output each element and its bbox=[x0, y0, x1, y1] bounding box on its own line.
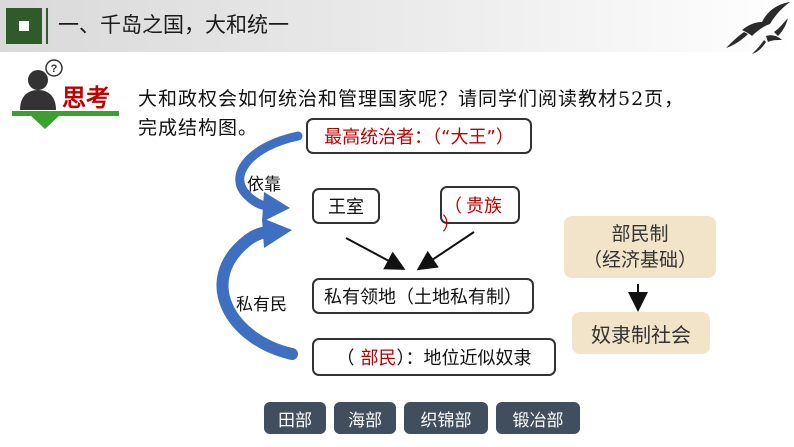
prompt-text-line2: 完成结构图。 bbox=[138, 117, 259, 139]
ruler-answer: “大王” bbox=[441, 127, 496, 148]
label-private-people: 私有民 bbox=[236, 295, 287, 315]
header-bar bbox=[0, 0, 794, 52]
header-square-inner bbox=[19, 21, 29, 31]
tribe-system-subtitle: （经济基础） bbox=[582, 249, 697, 271]
people-suffix: ）：地位近似奴隶 bbox=[396, 348, 532, 369]
arrow-royal-to-territory bbox=[345, 237, 406, 270]
noble-box: （ 贵族 ） bbox=[440, 186, 520, 235]
swallow-icon bbox=[726, 2, 790, 54]
noble-close: ） bbox=[442, 214, 460, 235]
think-pointer-icon bbox=[30, 115, 60, 129]
curved-arrow-private-head bbox=[262, 218, 292, 248]
noble-open: （ bbox=[444, 196, 462, 217]
svg-text:?: ? bbox=[51, 63, 58, 75]
prompt-text-line1: 大和政权会如何统治和管理国家呢？请同学们阅读教材52页， bbox=[138, 88, 685, 110]
people-answer: 部民 bbox=[360, 348, 397, 369]
think-label: 思考 bbox=[62, 84, 110, 112]
page-title: 一、千岛之国，大和统一 bbox=[58, 13, 289, 37]
ruler-suffix: ） bbox=[495, 127, 514, 148]
people-box: （部民）：地位近似奴隶 bbox=[312, 338, 556, 376]
curved-arrow-rely bbox=[235, 131, 303, 211]
think-underline bbox=[12, 111, 119, 116]
department-field: 田部 bbox=[264, 402, 326, 434]
slave-society-box: 奴隶制社会 bbox=[572, 312, 710, 354]
territory-box: 私有领地（土地私有制） bbox=[312, 278, 534, 314]
curved-arrow-private bbox=[216, 226, 298, 360]
header-divider bbox=[46, 8, 48, 44]
noble-answer: 贵族 bbox=[466, 196, 502, 217]
department-brocade: 织锦部 bbox=[404, 402, 488, 434]
tribe-system-box: 部民制 （经济基础） bbox=[564, 216, 716, 278]
people-open: （ bbox=[336, 348, 355, 369]
arrow-noble-to-territory bbox=[416, 231, 475, 271]
label-rely: 依靠 bbox=[247, 175, 281, 195]
tribe-system-title: 部民制 bbox=[611, 223, 669, 245]
royal-family-box: 王室 bbox=[312, 188, 380, 224]
department-sea: 海部 bbox=[334, 402, 396, 434]
department-forge: 锻冶部 bbox=[496, 402, 580, 434]
ruler-prefix: 最高统治者：（ bbox=[324, 127, 442, 148]
curved-arrow-rely-head bbox=[262, 192, 290, 222]
ruler-box: 最高统治者：（“大王”） bbox=[306, 118, 532, 154]
thinking-person-icon: ? bbox=[20, 59, 63, 110]
